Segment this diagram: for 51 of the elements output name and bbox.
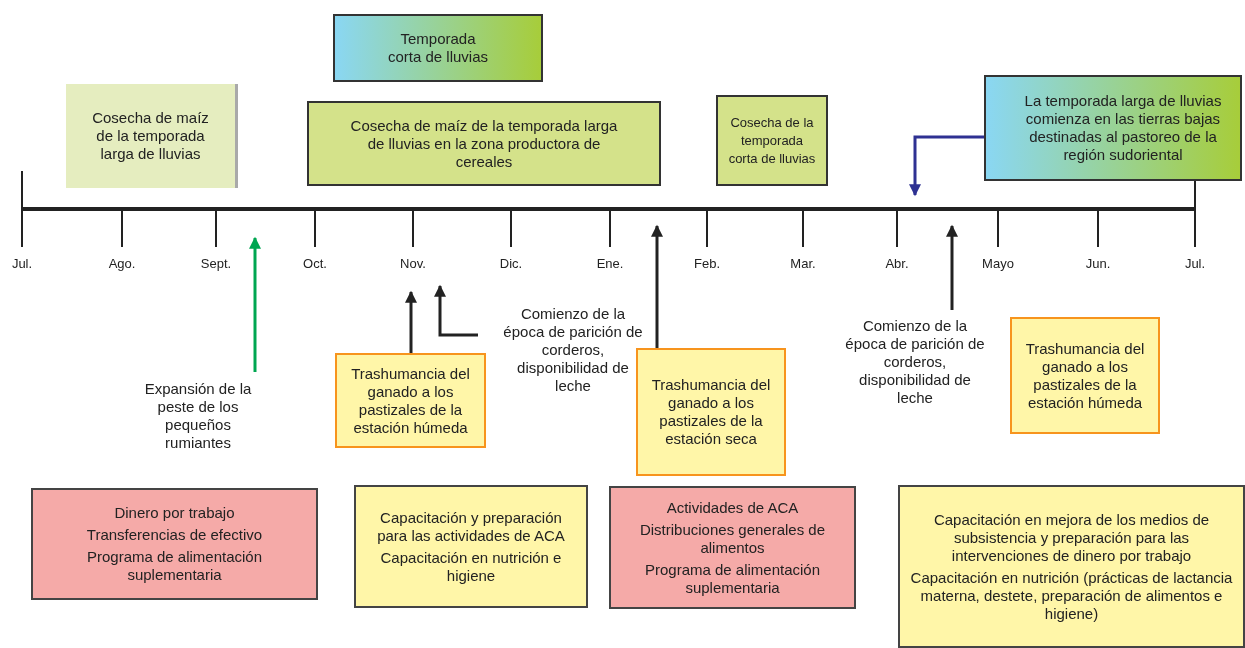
box-text: Capacitación en mejora de los medios de subsistencia y preparación para las intervenciones de dinero por trabajo [932,510,1211,565]
annotation-text: Comienzo de la época de parición de corderos, disponibilidad de leche [838,310,992,414]
harvest-box [307,101,661,186]
month-label: Ago. [108,256,136,271]
box-text: Programa de alimentación suplementaria [85,548,264,584]
box-text: Trashumancia del ganado a los pastizales de la estación húmeda [350,364,471,437]
box-text: Capacitación en nutrición (prácticas de lactancia materna, destete, preparación de alimentos e higiene) [910,568,1233,623]
month-label: Jul. [1184,256,1206,271]
arrow [651,224,663,348]
month-label: Jun. [1085,256,1111,271]
month-label: Dic. [499,256,523,271]
box-text: Distribuciones generales de alimentos [638,520,827,557]
harvest-box [66,84,238,188]
intervention-box [898,485,1245,648]
month-label: Oct. [303,256,327,271]
arrow [946,224,958,310]
box-text: Trashumancia del ganado a los pastizales de la estación húmeda [1024,339,1146,412]
month-label: Mar. [790,256,816,271]
box-text: Cosecha de maíz de la temporada larga de lluvias [91,109,210,163]
arrow [405,290,417,353]
box-text: Temporada corta de lluvias [386,30,490,66]
annotation-text: Expansión de la peste de los pequeños rumiantes [128,372,268,460]
livestock-box [636,348,786,476]
intervention-box [31,488,318,600]
rain-season-box [333,14,543,82]
box-text: Capacitación en nutrición e higiene [379,548,563,585]
box-text: La temporada larga de lluvias comienza en las tierras bajas destinadas al pastoreo de la región sudoriental [1023,92,1223,164]
month-label: Sept. [200,256,232,271]
intervention-box [609,486,856,609]
arrow [909,135,984,197]
intervention-box [354,485,588,608]
box-text: Transferencias de efectivo [86,526,263,544]
box-text: Actividades de ACA [666,498,799,517]
month-label: Nov. [400,256,426,271]
box-text: Trashumancia del ganado a los pastizales de la estación seca [650,376,772,448]
box-text: Dinero por trabajo [114,504,235,522]
arrow [249,236,261,372]
month-label: Feb. [694,256,720,271]
month-label: Ene. [596,256,624,271]
box-text: Capacitación y preparación para las actividades de ACA [376,508,566,545]
livestock-box [1010,317,1160,434]
month-label: Abr. [885,256,909,271]
box-text: Cosecha de maíz de la temporada larga de lluvias en la zona productora de cereales [349,116,619,171]
box-text: Programa de alimentación suplementaria [643,560,822,597]
harvest-box [716,95,828,186]
month-label: Mayo [982,256,1014,271]
rain-season-box [984,75,1242,181]
box-text: Cosecha de la temporada corta de lluvias [727,113,817,168]
month-label: Jul. [11,256,33,271]
arrow [434,284,478,337]
livestock-box [335,353,486,448]
